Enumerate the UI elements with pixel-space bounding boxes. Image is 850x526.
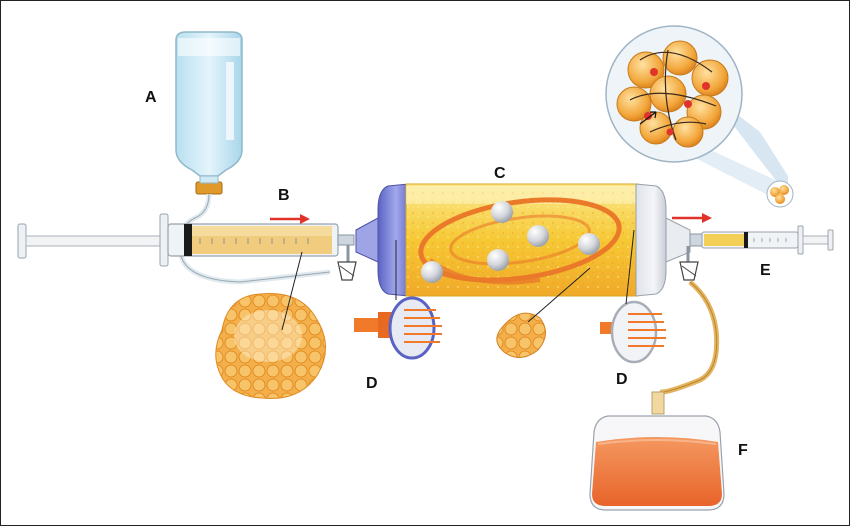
pointer-line-c: [527, 267, 591, 323]
processing-chamber: [355, 183, 691, 297]
label-b: B: [278, 187, 290, 204]
collection-bag: [589, 391, 725, 511]
filter-right: [600, 300, 666, 364]
stopcock-right: [679, 246, 699, 281]
label-e: E: [760, 262, 771, 279]
flow-arrow-icon: [672, 213, 712, 223]
filter-left: [354, 296, 442, 360]
pointer-line-d-right: [625, 229, 635, 305]
flow-arrow-icon: [270, 214, 310, 224]
magnified-view: [605, 25, 743, 163]
saline-bottle: [175, 31, 243, 195]
label-a: A: [145, 89, 157, 106]
label-d-right: D: [616, 371, 628, 388]
label-d-left: D: [366, 375, 378, 392]
bottle-cap: [195, 181, 223, 195]
label-f: F: [738, 442, 748, 459]
pointer-line-b: [281, 251, 303, 331]
syringe-e: [689, 225, 834, 255]
fat-fragment-cluster: [496, 312, 546, 358]
syringe-b: [17, 213, 355, 267]
label-c: C: [494, 165, 506, 182]
small-fat-cluster: [766, 180, 794, 208]
fat-tissue-cluster: [215, 293, 326, 399]
stopcock-left: [337, 245, 357, 281]
